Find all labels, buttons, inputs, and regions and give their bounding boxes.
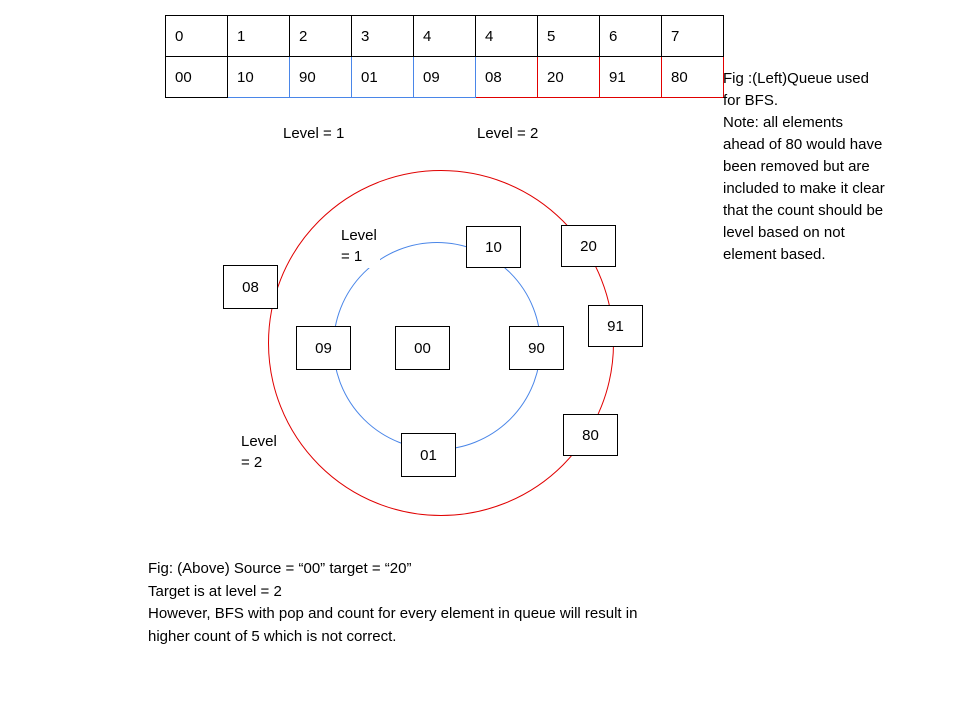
figure-caption: Fig: (Above) Source = “00” target = “20”… xyxy=(148,560,638,645)
node-08: 08 xyxy=(223,265,278,309)
node-10: 10 xyxy=(466,226,521,268)
circle-level1-label: Level = 1 xyxy=(338,224,380,268)
queue-index-cell: 7 xyxy=(661,15,724,57)
queue-index-cell: 0 xyxy=(165,15,228,57)
node-20: 20 xyxy=(561,225,616,267)
queue-value-cell-level1: 10 xyxy=(227,56,290,98)
node-91: 91 xyxy=(588,305,643,347)
node-01: 01 xyxy=(401,433,456,477)
queue-level1-label: Level = 1 xyxy=(283,125,345,142)
queue-index-cell: 2 xyxy=(289,15,352,57)
node-00-source: 00 xyxy=(395,326,450,370)
queue-value-cell-level1: 90 xyxy=(289,56,352,98)
bfs-queue-table: 0 1 2 3 4 4 5 6 7 00 10 90 01 09 08 20 9… xyxy=(165,15,724,98)
queue-value-cell-level2: 08 xyxy=(475,56,538,98)
queue-value-cell-level2: 20 xyxy=(537,56,600,98)
queue-index-cell: 3 xyxy=(351,15,414,57)
queue-value-cell-level2: 91 xyxy=(599,56,662,98)
queue-index-cell: 1 xyxy=(227,15,290,57)
node-80: 80 xyxy=(563,414,618,456)
queue-index-cell: 4 xyxy=(475,15,538,57)
queue-value-row: 00 10 90 01 09 08 20 91 80 xyxy=(165,56,724,98)
queue-value-cell-level2: 80 xyxy=(661,56,724,98)
queue-index-row: 0 1 2 3 4 4 5 6 7 xyxy=(165,15,724,57)
queue-index-cell: 4 xyxy=(413,15,476,57)
queue-index-cell: 5 xyxy=(537,15,600,57)
queue-value-cell-level1: 09 xyxy=(413,56,476,98)
queue-index-cell: 6 xyxy=(599,15,662,57)
queue-value-cell: 00 xyxy=(165,56,228,98)
node-09: 09 xyxy=(296,326,351,370)
figure-side-note: Fig :(Left)Queue used for BFS. Note: all… xyxy=(723,70,885,263)
queue-value-cell-level1: 01 xyxy=(351,56,414,98)
queue-level2-label: Level = 2 xyxy=(477,125,539,142)
node-90: 90 xyxy=(509,326,564,370)
circle-level2-label: Level = 2 xyxy=(238,430,280,474)
